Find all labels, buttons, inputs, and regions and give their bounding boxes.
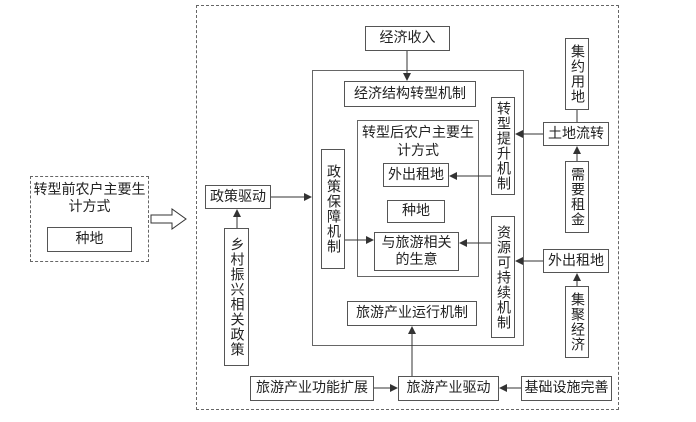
- tourism-drive-box: 旅游产业驱动: [398, 376, 499, 401]
- after-title: 转型后农户主要生计方式: [362, 125, 474, 159]
- policy-guarantee-box: 政策保障机制: [321, 149, 345, 269]
- hollow-arrow: [150, 208, 187, 230]
- function-expand-box: 旅游产业功能扩展: [250, 376, 374, 401]
- land-transfer-box: 土地流转: [543, 122, 609, 146]
- operation-mech-box: 旅游产业运行机制: [347, 301, 477, 326]
- tourism-business-box: 与旅游相关的生意: [374, 232, 459, 271]
- infrastructure-box: 基础设施完善: [521, 376, 612, 401]
- transition-region: [196, 5, 619, 410]
- before-panel: [30, 176, 149, 262]
- livelihood-frame: [357, 120, 479, 277]
- need-funds-box: 需要租金: [565, 161, 589, 233]
- sustainable-mech-box: 资源可持续机制: [491, 216, 515, 338]
- before-title: 转型前农户主要生计方式: [33, 182, 146, 215]
- agglomeration-box: 集聚经济: [565, 286, 589, 358]
- mechanism-frame: [312, 70, 524, 346]
- upgrade-mech-box: 转型提升机制: [491, 97, 515, 195]
- before-farming-box: 种地: [47, 227, 132, 252]
- intensive-land-box: 集约用地: [565, 38, 589, 110]
- rent-out-inner-box: 外出租地: [383, 163, 449, 187]
- rent-out-right-box: 外出租地: [543, 249, 609, 273]
- rural-policy-box: 乡村振兴相关政策: [224, 228, 249, 366]
- farming-inner-box: 种地: [387, 200, 445, 223]
- income-box: 经济收入: [365, 26, 450, 51]
- structure-mech-box: 经济结构转型机制: [344, 81, 476, 107]
- policy-drive-box: 政策驱动: [205, 185, 271, 209]
